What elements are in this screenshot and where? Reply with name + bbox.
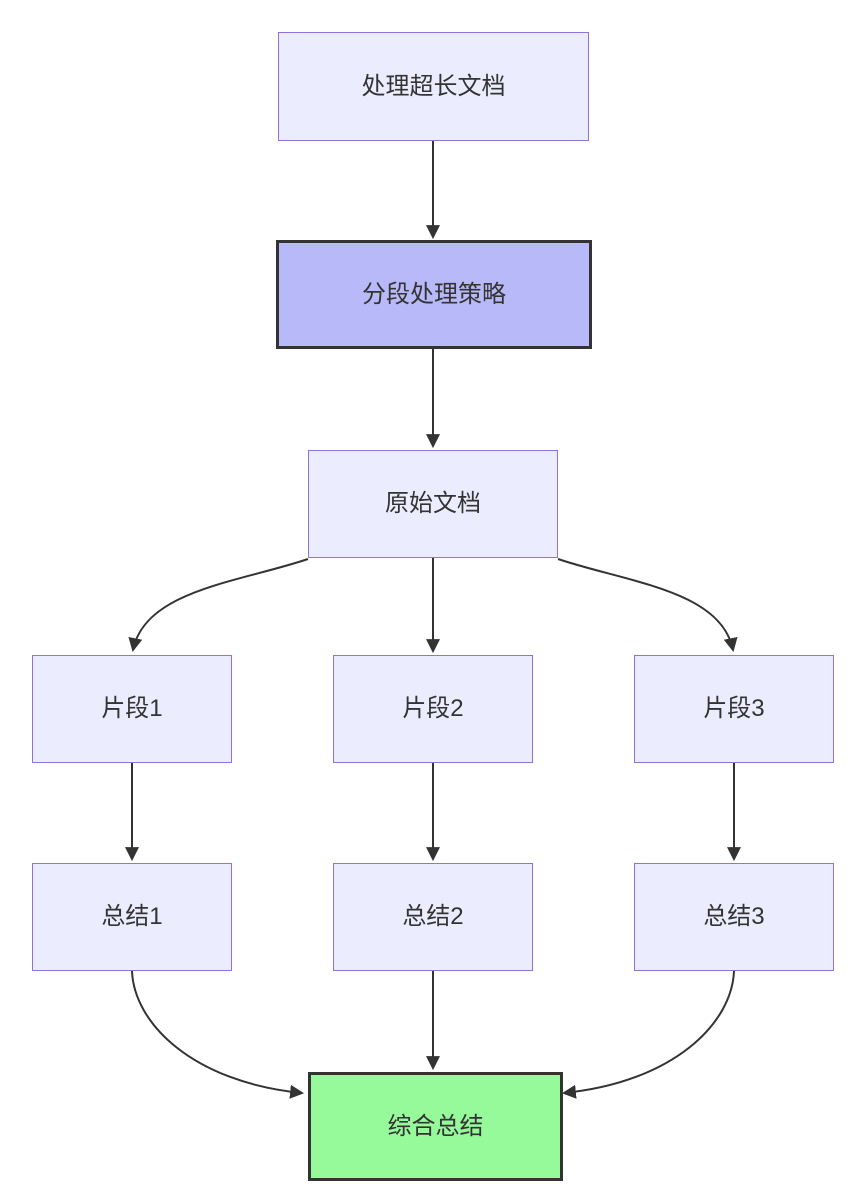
node-segmentation-strategy: 分段处理策略	[276, 240, 592, 349]
edge-doc-frag1	[128, 558, 309, 653]
node-fragment-2-label: 片段2	[402, 695, 464, 722]
node-summary-2: 总结2	[333, 863, 533, 971]
node-fragment-1: 片段1	[32, 655, 232, 763]
node-process-long-document-label: 处理超长文档	[361, 72, 506, 100]
node-fragment-2: 片段2	[333, 655, 533, 763]
edge-sum1-final	[131, 970, 305, 1099]
node-summary-1: 总结1	[32, 863, 232, 971]
node-summary-3: 总结3	[634, 863, 834, 971]
node-final-summary: 综合总结	[308, 1072, 563, 1181]
node-process-long-document: 处理超长文档	[278, 32, 589, 141]
node-fragment-3-label: 片段3	[703, 695, 765, 722]
node-original-document-label: 原始文档	[385, 490, 481, 517]
node-fragment-3: 片段3	[634, 655, 834, 763]
node-segmentation-strategy-label: 分段处理策略	[362, 280, 506, 308]
node-final-summary-label: 综合总结	[387, 1112, 484, 1140]
edge-sum3-final	[561, 970, 735, 1099]
node-original-document: 原始文档	[308, 450, 558, 558]
node-summary-3-label: 总结3	[703, 903, 765, 930]
node-summary-1-label: 总结1	[101, 903, 163, 930]
edge-doc-frag3	[557, 558, 738, 653]
node-summary-2-label: 总结2	[402, 903, 464, 930]
node-fragment-1-label: 片段1	[101, 695, 163, 722]
